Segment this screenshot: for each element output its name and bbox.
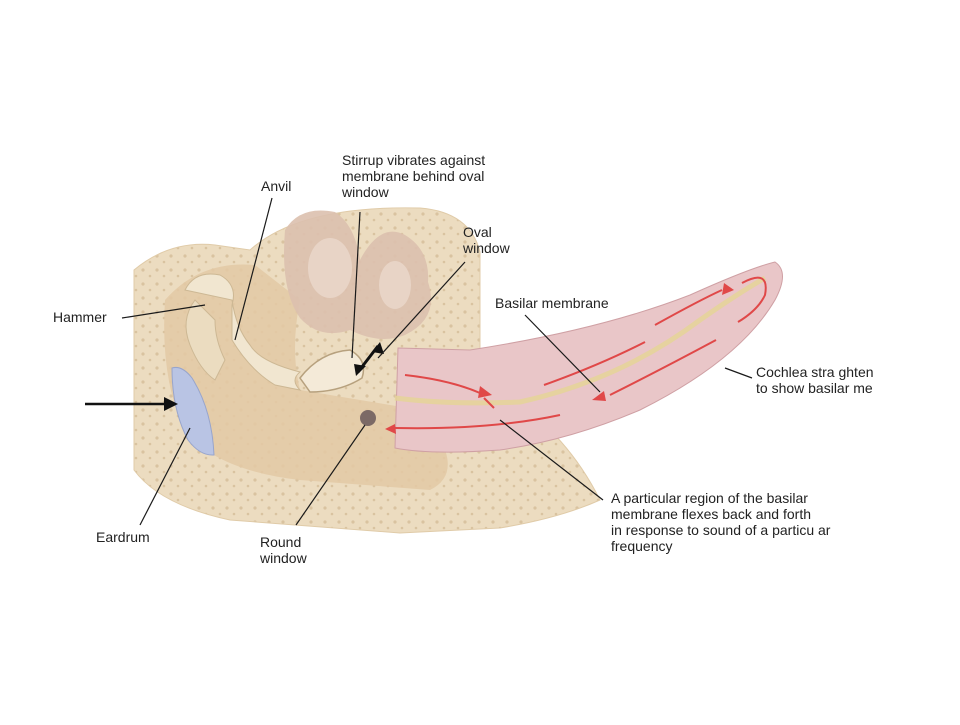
basilar-membrane: [394, 275, 767, 406]
sound-arrow-head: [164, 397, 178, 411]
arrow-heads: [385, 283, 734, 434]
hammer-bone: [184, 273, 302, 391]
oval-arrow-tail: [354, 364, 366, 376]
oval-arrow-head: [372, 342, 384, 354]
basilar-membrane-label: Basilar membrane: [495, 295, 609, 311]
cochlea-label: Cochlea stra ghten to show basilar me: [756, 364, 874, 396]
round-window: [360, 410, 376, 426]
hammer-label: Hammer: [53, 309, 107, 325]
stirrup-label: Stirrup vibrates against membrane behind…: [342, 152, 486, 200]
eardrum-label: Eardrum: [96, 529, 150, 545]
oval-window-label: Oval window: [463, 224, 510, 256]
anvil-label: Anvil: [261, 178, 292, 194]
pointer-lines: [121, 197, 753, 526]
canal-loop: [379, 261, 411, 309]
anvil-bone: [185, 299, 226, 381]
round-window-label: Round window: [260, 534, 307, 566]
particular-region-label: A particular region of the basilar membr…: [611, 490, 831, 554]
fluid-flow-arrows: [394, 276, 767, 430]
canal-loop: [308, 238, 352, 298]
eardrum: [171, 367, 215, 456]
